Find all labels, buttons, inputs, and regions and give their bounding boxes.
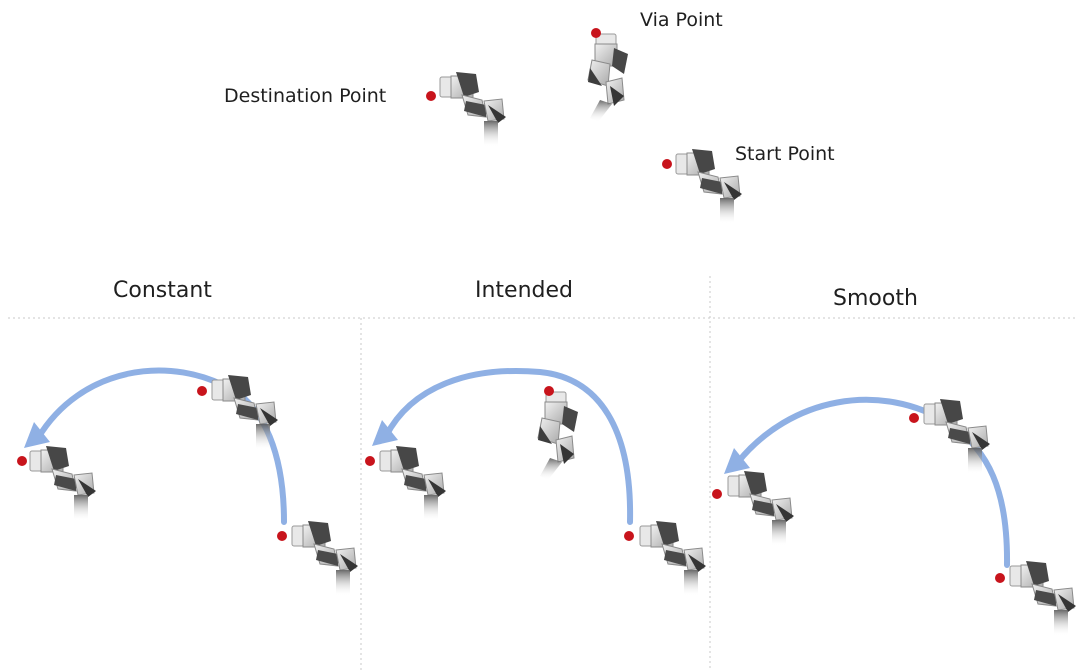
start-point-marker [995,573,1005,583]
start-point-marker [662,159,672,169]
start-point-marker [277,531,287,541]
robot-arm-icon [727,470,795,547]
robot-arm-icon [587,33,629,123]
destination-point-marker [365,456,375,466]
via-point-marker [909,413,919,423]
destination-point-marker [17,456,27,466]
robot-arm-icon [1009,560,1077,637]
robot-arm-icon [29,445,97,522]
via-point-marker [197,386,207,396]
start-point-label: Start Point [735,143,835,165]
arrowhead-icon [724,448,750,474]
destination-point-marker [712,489,722,499]
start-point-marker [624,531,634,541]
robot-arm-icon [923,398,991,475]
via-point-marker [544,386,554,396]
panel-title-intended: Intended [475,278,574,303]
arrowhead-icon [24,422,50,448]
robot-arm-icon [211,374,279,451]
motion-arc-arrow [383,368,634,525]
robot-arm-icon [439,71,507,148]
via-point-marker [591,28,601,38]
destination-point-marker [426,91,436,101]
arrowhead-icon [372,420,398,446]
robot-arm-icon [675,148,743,225]
via-point-label: Via Point [640,9,723,31]
robot-arm-icon [537,391,579,481]
panel-title-smooth: Smooth [833,286,918,311]
destination-point-label: Destination Point [224,85,387,107]
robot-arm-icon [639,520,707,597]
robot-arm-icon [291,520,359,597]
robot-arm-icon [379,445,447,522]
panel-title-constant: Constant [113,278,212,303]
